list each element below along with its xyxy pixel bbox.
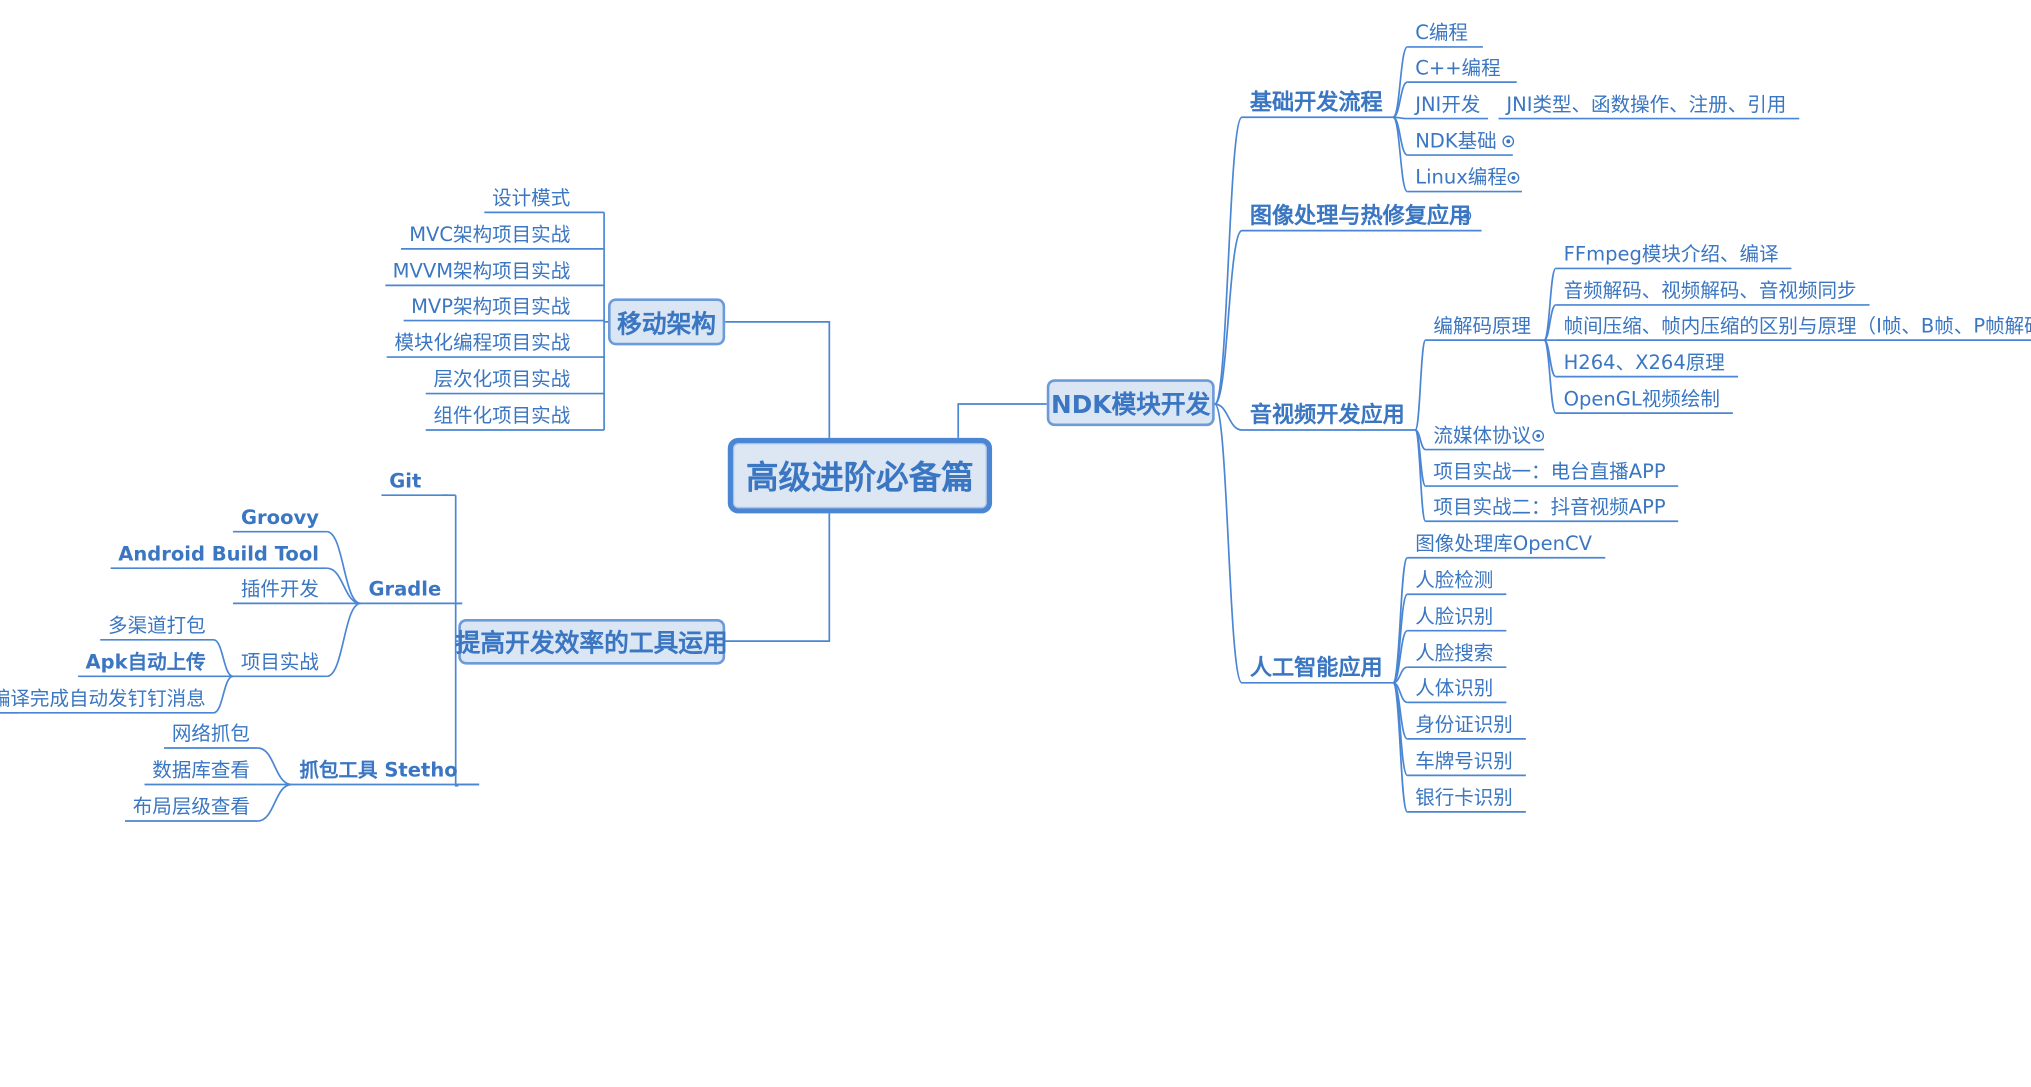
connector-line bbox=[1213, 403, 1243, 684]
av-streaming[interactable]: 流媒体协议 bbox=[1433, 423, 1532, 447]
connector-line bbox=[213, 638, 234, 678]
ai-item[interactable]: 车牌号识别 bbox=[1415, 749, 1513, 773]
ndk-basic-flow[interactable]: 基础开发流程 bbox=[1249, 89, 1383, 116]
connector-line bbox=[1392, 556, 1409, 684]
branch-ndk[interactable]: NDK模块开发 bbox=[1046, 379, 1215, 427]
tool-git[interactable]: Git bbox=[389, 469, 422, 493]
basic-flow-item[interactable]: JNI开发 bbox=[1415, 92, 1481, 116]
gradle-project-item[interactable]: 多渠道打包 bbox=[108, 613, 206, 638]
basic-flow-item[interactable]: NDK基础 bbox=[1415, 129, 1497, 153]
basic-flow-jni-detail[interactable]: JNI类型、函数操作、注册、引用 bbox=[1506, 92, 1787, 116]
connector-line bbox=[1214, 403, 1243, 431]
branch-mobile-architecture[interactable]: 移动架构 bbox=[607, 298, 726, 346]
ndk-audio-video[interactable]: 音视频开发应用 bbox=[1249, 402, 1405, 429]
ai-item[interactable]: 身份证识别 bbox=[1415, 712, 1513, 737]
gradle-project[interactable]: 项目实战 bbox=[240, 650, 319, 674]
connector-line bbox=[326, 602, 361, 678]
ai-item[interactable]: 人脸识别 bbox=[1415, 604, 1494, 629]
av-project-1[interactable]: 项目实战一：电台直播APP bbox=[1433, 460, 1666, 484]
collapsed-node-icon[interactable] bbox=[1502, 135, 1515, 148]
mobile-arch-item[interactable]: 设计模式 bbox=[492, 186, 571, 210]
codec-item[interactable]: 音频解码、视频解码、音视频同步 bbox=[1563, 278, 1857, 303]
stetho-item[interactable]: 布局层级查看 bbox=[132, 794, 250, 819]
connector-line bbox=[1213, 229, 1243, 405]
ndk-image-hotfix[interactable]: 图像处理与热修复应用 bbox=[1249, 203, 1472, 230]
central-topic[interactable]: 高级进阶必备篇 bbox=[727, 437, 993, 514]
connector-line bbox=[213, 675, 234, 714]
connector-line bbox=[1543, 267, 1557, 341]
basic-flow-item[interactable]: C编程 bbox=[1415, 20, 1468, 45]
connector-line bbox=[326, 530, 361, 605]
connector-line bbox=[725, 513, 831, 642]
gradle-project-item[interactable]: 编译完成自动发钉钉消息 bbox=[0, 686, 206, 711]
stetho-item[interactable]: 数据库查看 bbox=[152, 758, 250, 782]
connector-line bbox=[1392, 681, 1409, 813]
connector-line bbox=[1392, 81, 1408, 119]
connector-line bbox=[1392, 46, 1409, 119]
tool-gradle[interactable]: Gradle bbox=[368, 577, 442, 601]
connector-line bbox=[1414, 429, 1427, 523]
connector-line bbox=[957, 403, 1047, 438]
gradle-android-build-tool[interactable]: Android Build Tool bbox=[118, 542, 319, 566]
connector-line bbox=[725, 321, 831, 438]
branch-dev-tools[interactable]: 提高开发效率的工具运用 bbox=[456, 618, 728, 665]
ai-item[interactable]: 人体识别 bbox=[1415, 676, 1494, 700]
connector-line bbox=[1213, 116, 1243, 405]
ai-item[interactable]: 人脸搜索 bbox=[1415, 641, 1494, 665]
ai-item[interactable]: 银行卡识别 bbox=[1415, 785, 1513, 810]
mobile-arch-item[interactable]: 模块化编程项目实战 bbox=[394, 330, 571, 355]
tool-stetho[interactable]: 抓包工具 Stetho bbox=[299, 758, 458, 782]
gradle-groovy[interactable]: Groovy bbox=[240, 505, 319, 530]
connector-line bbox=[257, 783, 292, 822]
gradle-plugin-dev[interactable]: 插件开发 bbox=[240, 577, 319, 601]
collapsed-node-icon[interactable] bbox=[1507, 172, 1520, 184]
ndk-ai[interactable]: 人工智能应用 bbox=[1249, 655, 1383, 682]
ai-item[interactable]: 人脸检测 bbox=[1415, 568, 1494, 592]
codec-item[interactable]: 帧间压缩、帧内压缩的区别与原理（I帧、B帧、P帧解码原理） bbox=[1563, 314, 2031, 338]
connector-line bbox=[1543, 304, 1557, 341]
connector-line bbox=[1392, 116, 1409, 193]
stetho-item[interactable]: 网络抓包 bbox=[171, 721, 250, 746]
codec-item[interactable]: FFmpeg模块介绍、编译 bbox=[1563, 242, 1779, 266]
basic-flow-item[interactable]: Linux编程 bbox=[1415, 165, 1507, 189]
connector-line bbox=[454, 495, 459, 787]
mobile-arch-item[interactable]: MVC架构项目实战 bbox=[409, 222, 571, 247]
collapsed-node-icon[interactable] bbox=[1532, 430, 1545, 442]
av-codec[interactable]: 编解码原理 bbox=[1433, 314, 1532, 338]
connector-line bbox=[326, 567, 361, 605]
connector-line bbox=[257, 747, 292, 786]
connector-line bbox=[1543, 339, 1557, 414]
mobile-arch-item[interactable]: 层次化项目实战 bbox=[433, 367, 571, 391]
codec-item[interactable]: H264、X264原理 bbox=[1563, 350, 1725, 374]
ai-item[interactable]: 图像处理库OpenCV bbox=[1415, 531, 1593, 556]
basic-flow-item[interactable]: C++编程 bbox=[1415, 56, 1501, 80]
av-project-2[interactable]: 项目实战二：抖音视频APP bbox=[1433, 495, 1666, 519]
connector-line bbox=[1392, 629, 1409, 684]
mobile-arch-item[interactable]: MVP架构项目实战 bbox=[411, 294, 571, 318]
connector-line bbox=[1414, 339, 1427, 431]
gradle-project-item[interactable]: Apk自动上传 bbox=[85, 650, 206, 674]
collapsed-node-icon[interactable] bbox=[1459, 209, 1472, 222]
mobile-arch-item[interactable]: MVVM架构项目实战 bbox=[392, 259, 571, 283]
mobile-arch-item[interactable]: 组件化项目实战 bbox=[433, 403, 571, 428]
codec-item[interactable]: OpenGL视频绘制 bbox=[1563, 387, 1720, 411]
